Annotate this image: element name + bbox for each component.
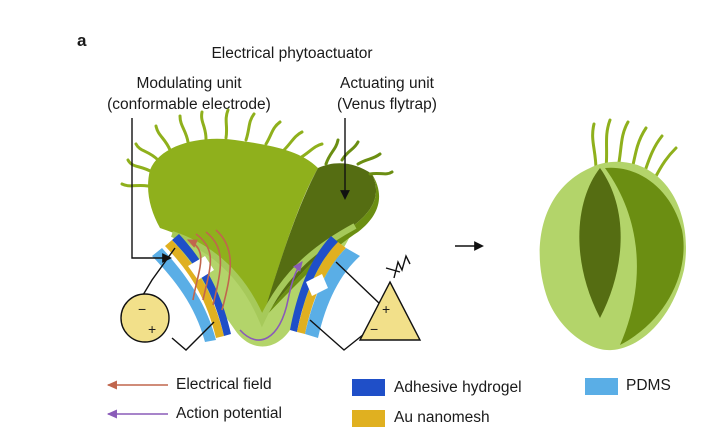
action-potential-line bbox=[239, 261, 303, 341]
modulating-unit-label: Modulating unit bbox=[136, 75, 242, 92]
actuating-unit-sublabel: (Venus flytrap) bbox=[337, 96, 437, 113]
panel-label: a bbox=[77, 31, 87, 50]
right-nanomesh-layer bbox=[297, 242, 346, 334]
legend-electrical-field: Electrical field bbox=[176, 376, 272, 393]
right-hydrogel-layer bbox=[290, 236, 338, 332]
amp-plus-symbol: + bbox=[382, 301, 391, 317]
legend-pdms-swatch bbox=[585, 378, 618, 395]
left-hydrogel-layer bbox=[172, 234, 231, 336]
left-pdms-layer bbox=[152, 248, 216, 342]
right-electrode bbox=[290, 236, 360, 338]
amp-minus-symbol: − bbox=[370, 321, 379, 337]
right-lobe-cilia bbox=[324, 138, 394, 176]
right-pdms-layer bbox=[305, 248, 360, 338]
flytrap-right-lobe-edge bbox=[262, 174, 380, 320]
voltage-source bbox=[120, 293, 170, 343]
electrical-field-lines bbox=[186, 229, 232, 311]
legend-hydrogel-swatch bbox=[352, 379, 385, 396]
flytrap-closed bbox=[539, 118, 687, 351]
left-nanomesh-layer bbox=[165, 240, 224, 338]
legend-nanomesh-swatch bbox=[352, 410, 385, 427]
closed-trap-inner bbox=[579, 168, 621, 318]
modulating-pointer bbox=[131, 118, 172, 263]
left-lobe-cilia bbox=[120, 108, 324, 188]
legend-au-nanomesh: Au nanomesh bbox=[394, 409, 490, 426]
legend-action-potential: Action potential bbox=[176, 405, 282, 422]
legend-adhesive-hydrogel: Adhesive hydrogel bbox=[394, 379, 522, 396]
left-electrode bbox=[152, 234, 231, 342]
amplifier-circuit bbox=[309, 254, 411, 351]
plus-symbol: + bbox=[148, 321, 157, 337]
flytrap-right-lobe bbox=[262, 163, 377, 320]
modulating-unit-sublabel: (conformable electrode) bbox=[107, 96, 271, 113]
flytrap-open bbox=[120, 108, 394, 347]
diagram-title: Electrical phytoactuator bbox=[211, 45, 373, 62]
amplifier bbox=[358, 280, 422, 341]
legend-pdms: PDMS bbox=[626, 377, 671, 394]
closed-trap-right bbox=[605, 167, 684, 345]
minus-symbol: − bbox=[138, 301, 147, 317]
flytrap-left-lobe bbox=[148, 138, 318, 320]
actuating-unit-label: Actuating unit bbox=[340, 75, 434, 92]
